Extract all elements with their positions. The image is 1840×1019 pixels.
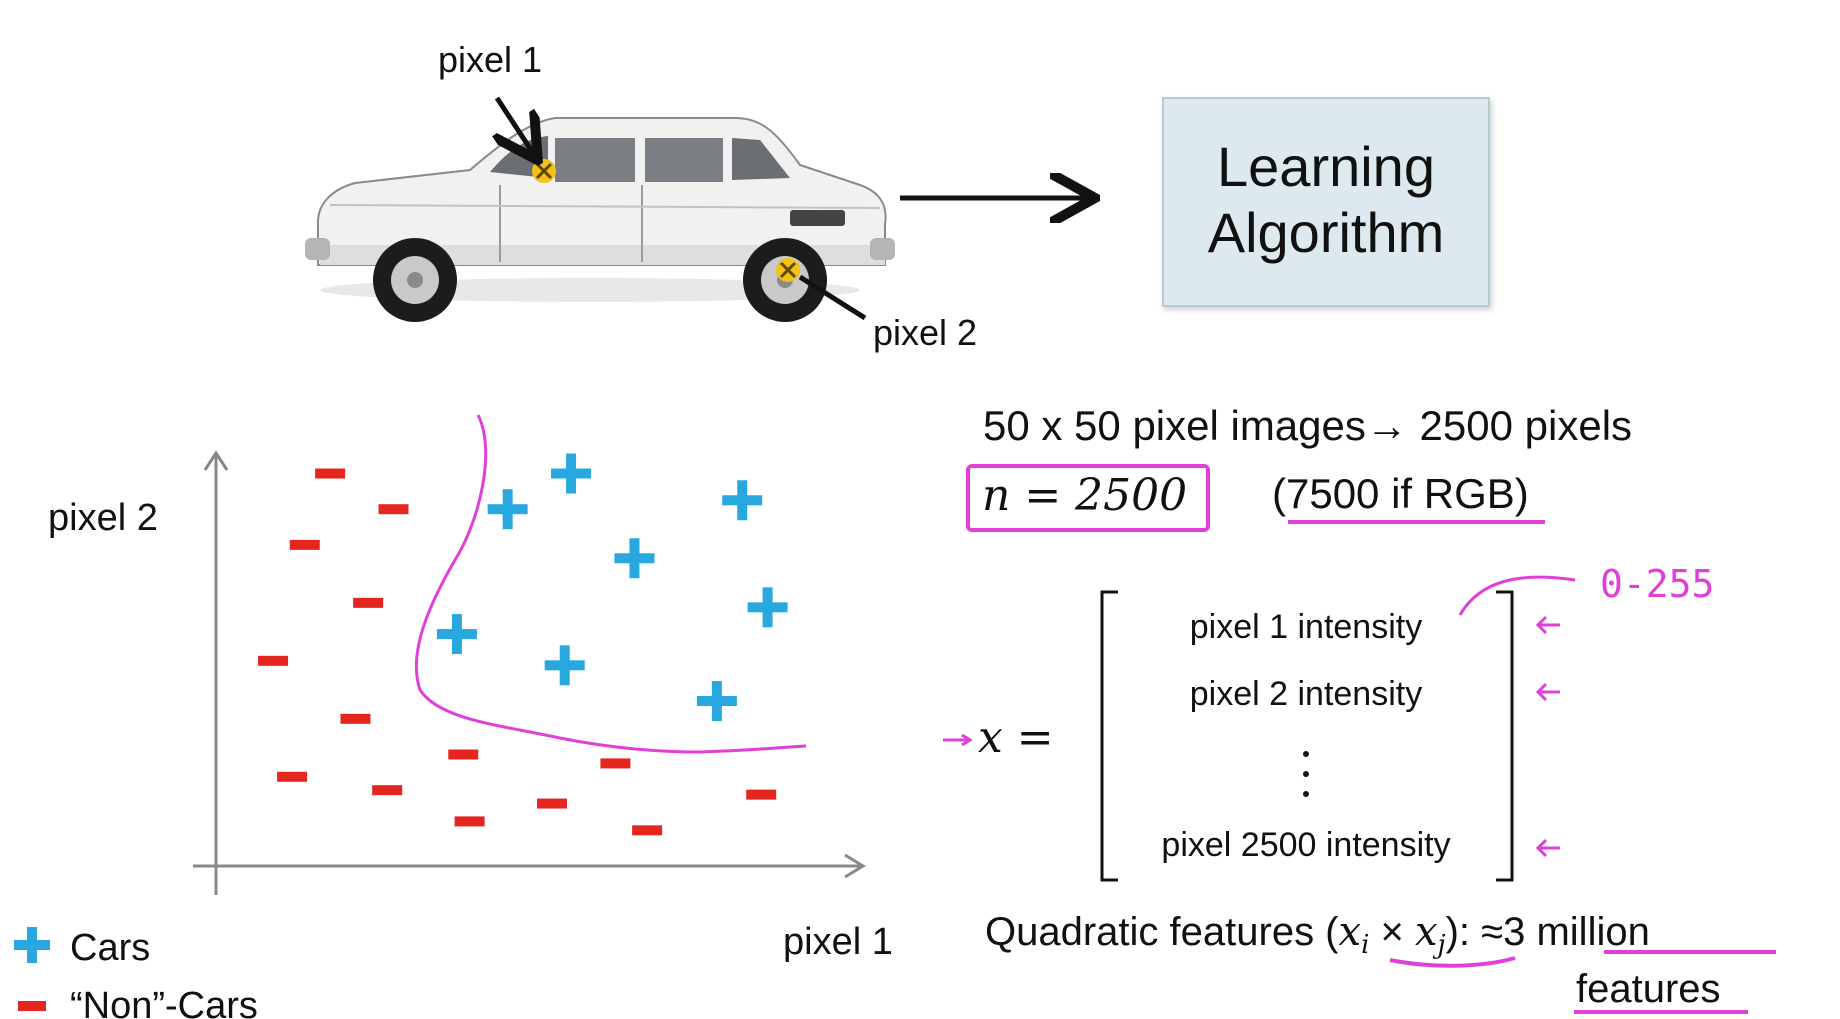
legend: Cars “Non”-Cars — [14, 927, 258, 1019]
quad-xj: x — [1415, 909, 1438, 955]
range-note: 0-255 — [1600, 562, 1714, 606]
car-point — [614, 538, 655, 579]
car-point — [551, 453, 592, 494]
car-point — [696, 680, 737, 721]
noncar-point — [600, 758, 631, 769]
n-expression: n = 2500 — [982, 470, 1187, 521]
pixel2-marker — [776, 258, 800, 282]
car-point — [747, 587, 788, 628]
noncar-point — [289, 539, 320, 550]
noncar-point — [746, 789, 777, 800]
vector-row-3: pixel 2500 intensity — [1161, 826, 1450, 864]
quad-sub-i: i — [1361, 930, 1369, 960]
features-word: features — [1576, 967, 1721, 1011]
noncar-point — [454, 816, 485, 827]
n-expression-circle — [966, 464, 1210, 532]
pixel-count-line: 50 x 50 pixel images→ 2500 pixels — [983, 402, 1632, 449]
pixel1-pointer — [497, 96, 535, 156]
x-equals: x = — [978, 712, 1054, 763]
y-axis-arrowhead — [203, 450, 229, 471]
pixel1-callout: pixel 1 — [438, 39, 542, 80]
x-axis-label: pixel 1 — [783, 921, 893, 963]
vector-row-1: pixel 1 intensity — [1190, 608, 1422, 646]
left-bracket — [1100, 590, 1118, 882]
feature-vector: pixel 1 intensity pixel 2 intensity pixe… — [1100, 590, 1514, 882]
range-annotation-curve — [1458, 575, 1576, 616]
noncar-point — [372, 785, 403, 796]
noncar-point — [632, 825, 663, 836]
noncar-point — [258, 655, 289, 666]
quad-underline — [1389, 956, 1516, 968]
x-pointer-arrow — [943, 733, 973, 747]
noncar-point — [378, 504, 409, 515]
vector-row-2: pixel 2 intensity — [1190, 675, 1422, 713]
rgb-note: (7500 if RGB) — [1272, 470, 1529, 517]
car-point — [544, 645, 585, 686]
y-axis-label: pixel 2 — [48, 497, 158, 539]
quad-xi: x — [1339, 909, 1362, 955]
noncar-point — [340, 713, 371, 724]
vertical-ellipsis — [1303, 751, 1309, 797]
quad-count: 3 million — [1503, 910, 1650, 954]
x-axis-arrowhead — [844, 853, 866, 879]
box-line-2: Algorithm — [1208, 201, 1445, 264]
noncar-point — [448, 749, 479, 760]
legend-cars-label: Cars — [70, 927, 150, 969]
legend-noncars-icon — [18, 1001, 46, 1011]
data-points — [258, 453, 788, 836]
pixel2-callout: pixel 2 — [873, 312, 977, 353]
legend-cars-icon — [14, 927, 50, 963]
quadratic-features-line: Quadratic features (xi × xj): ≈3 million — [985, 909, 1650, 960]
noncar-point — [353, 597, 384, 608]
scatter-plot: pixel 2 pixel 1 — [48, 414, 893, 963]
car-image — [305, 117, 895, 322]
noncar-point — [277, 771, 308, 782]
decision-boundary — [414, 414, 807, 754]
car-point — [487, 489, 528, 530]
quad-suffix: ): ≈ — [1446, 910, 1504, 954]
learning-algorithm-box: Learning Algorithm — [1162, 97, 1490, 307]
right-bracket — [1496, 590, 1514, 882]
noncar-point — [537, 798, 568, 809]
box-line-1: Learning — [1217, 135, 1435, 198]
car-point — [722, 480, 763, 521]
quad-prefix: Quadratic features ( — [985, 910, 1339, 954]
row-pointer-arrows — [1535, 615, 1560, 858]
car-point — [436, 614, 477, 655]
legend-noncars-label: “Non”-Cars — [70, 985, 258, 1019]
pixel1-marker — [532, 159, 556, 183]
noncar-point — [315, 468, 346, 479]
pixel2-pointer — [798, 274, 867, 321]
quad-times: × — [1369, 910, 1415, 954]
